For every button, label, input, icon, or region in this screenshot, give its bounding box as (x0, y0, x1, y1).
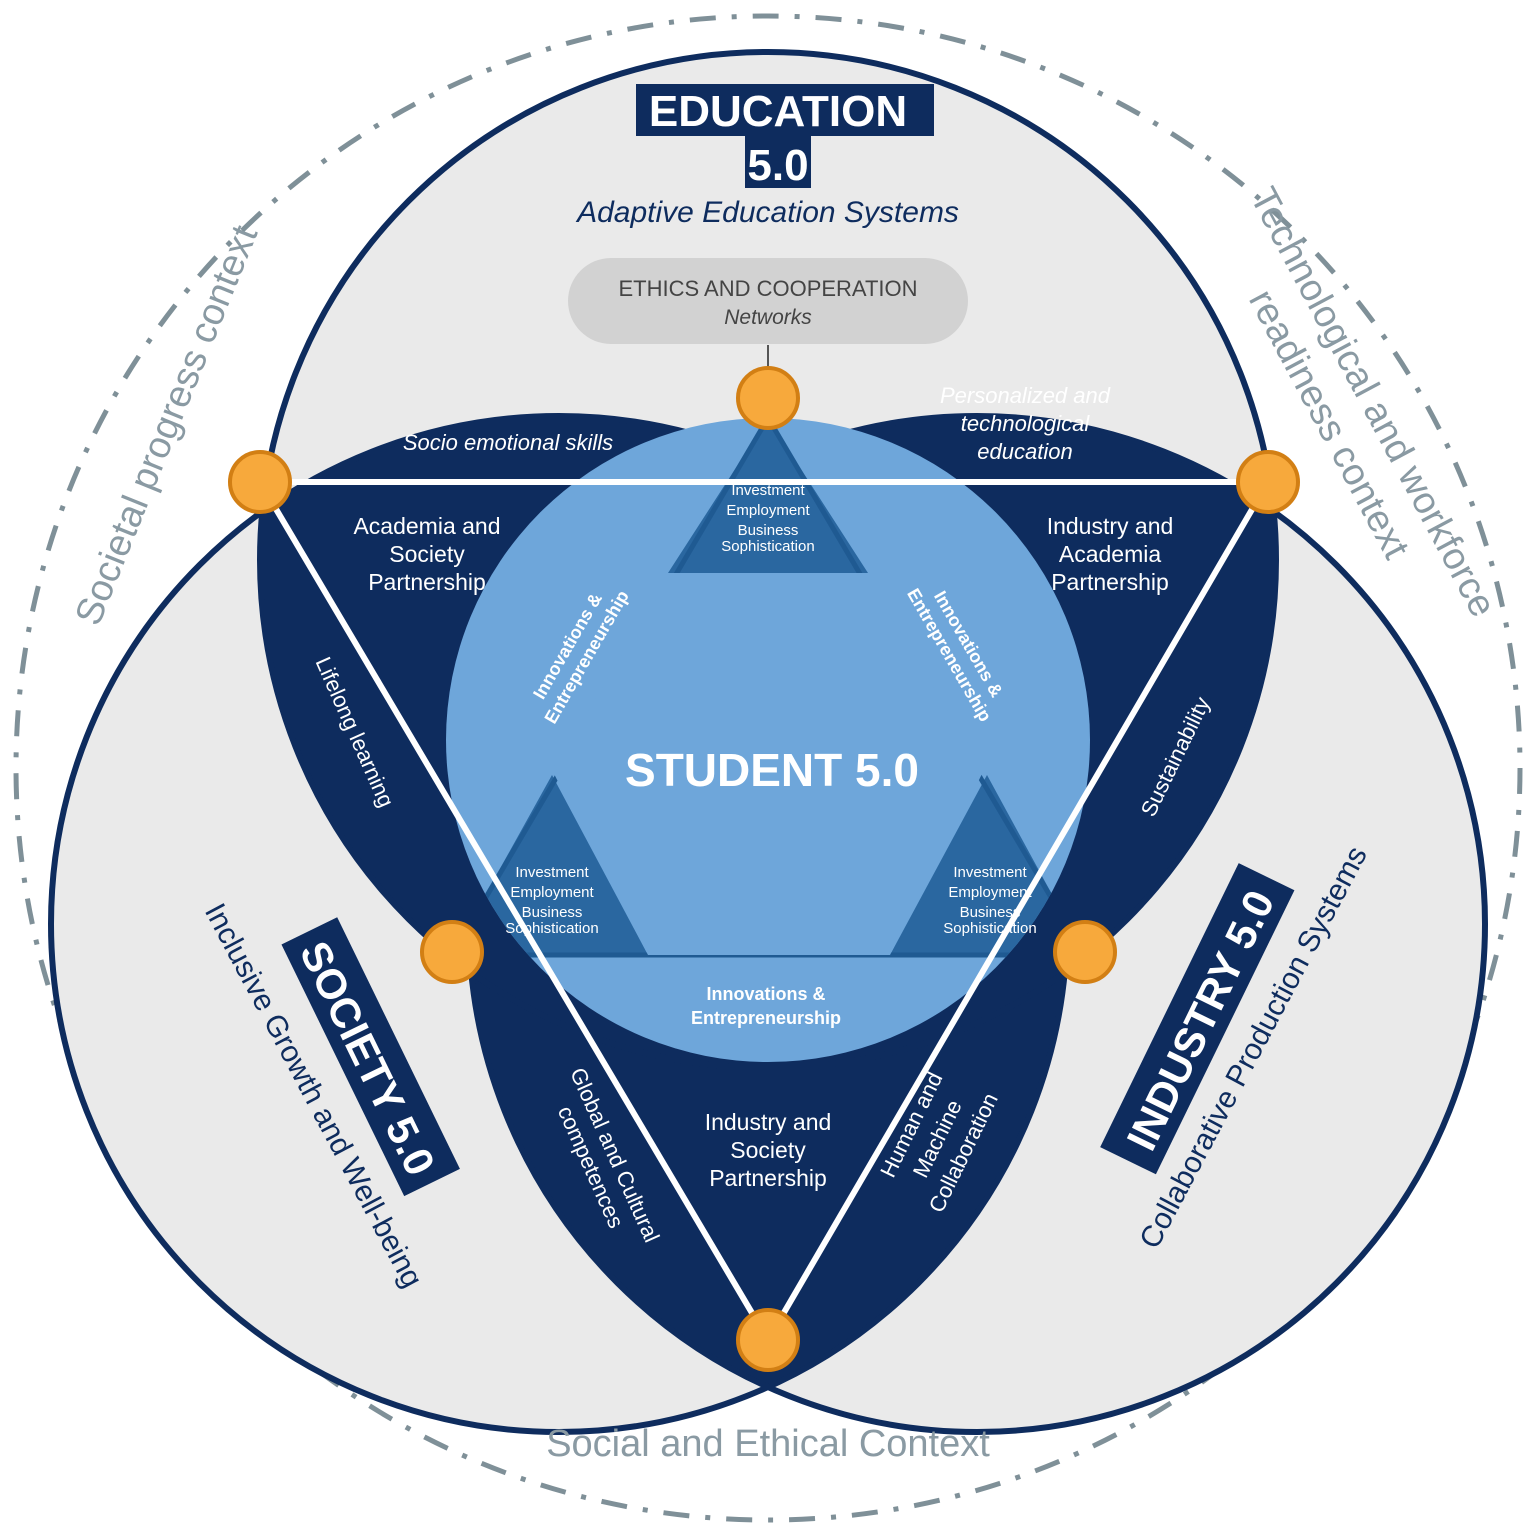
corner-left-employment: Employment (510, 884, 594, 901)
ethics-subtitle: Networks (724, 306, 812, 329)
corner-left-sophistication: Sophistication (505, 920, 598, 937)
corner-right-business: Business (960, 904, 1021, 921)
industry-circle-outline (466, 413, 1488, 1435)
partnership-academia-society-2: Society (389, 541, 465, 567)
innovation-bottom-line2: Entrepreneurship (691, 1008, 841, 1028)
partnership-industry-society-2: Society (730, 1137, 806, 1163)
ethics-title: ETHICS AND COOPERATION (618, 276, 917, 301)
corner-triangle-left (452, 775, 648, 955)
corner-top-employment: Employment (726, 502, 810, 519)
student-title: STUDENT 5.0 (625, 744, 919, 796)
corner-left-investment: Investment (515, 864, 589, 881)
skill-personalized-1: Personalized and (940, 383, 1111, 408)
skill-personalized-3: education (977, 439, 1072, 464)
corner-right-employment: Employment (948, 884, 1032, 901)
partnership-industry-academia-1: Industry and (1047, 513, 1174, 539)
education-subtitle: Adaptive Education Systems (575, 196, 959, 229)
corner-left-business: Business (522, 904, 583, 921)
education-title: EDUCATION (649, 87, 907, 136)
corner-top-sophistication: Sophistication (721, 538, 814, 555)
node-top (736, 366, 800, 430)
education-badge-line1-bg (636, 84, 934, 136)
node-bottom (736, 1308, 800, 1372)
skill-personalized-2: technological (961, 411, 1091, 436)
innovation-bottom-line1: Innovations & (706, 984, 825, 1004)
partnership-academia-society-1: Academia and (353, 513, 500, 539)
node-right (1236, 450, 1300, 514)
education-title-number: 5.0 (747, 141, 808, 190)
connector-right (765, 480, 1271, 1342)
context-ring (13, 13, 1523, 1523)
partnership-industry-society-1: Industry and (705, 1109, 832, 1135)
corner-right-sophistication: Sophistication (943, 920, 1036, 937)
society-circle-outline (48, 413, 1070, 1435)
partnership-industry-academia-3: Partnership (1051, 569, 1169, 595)
skill-socio-emotional: Socio emotional skills (403, 430, 613, 455)
partnership-academia-society-3: Partnership (368, 569, 486, 595)
corner-top-investment: Investment (731, 482, 805, 499)
corner-triangle-right (890, 775, 1085, 955)
society-badge-bg (281, 917, 460, 1197)
education-badge-line2-bg (745, 136, 811, 188)
corner-triangle-top (668, 418, 868, 573)
partnership-industry-society-3: Partnership (709, 1165, 827, 1191)
nodes (228, 366, 1300, 1372)
corner-right-investment: Investment (953, 864, 1027, 881)
industry-badge-bg (1100, 863, 1295, 1175)
partnership-industry-academia-2: Academia (1059, 541, 1161, 567)
corner-top-business: Business (738, 522, 799, 539)
connector-left (257, 480, 771, 1342)
node-inner-left (420, 920, 484, 984)
ethics-pill (568, 258, 968, 344)
education-circle-outline (257, 49, 1279, 1071)
node-left (228, 450, 292, 514)
node-inner-right (1053, 920, 1117, 984)
context-bottom: Social and Ethical Context (546, 1423, 990, 1465)
student-hexagon (552, 573, 984, 955)
